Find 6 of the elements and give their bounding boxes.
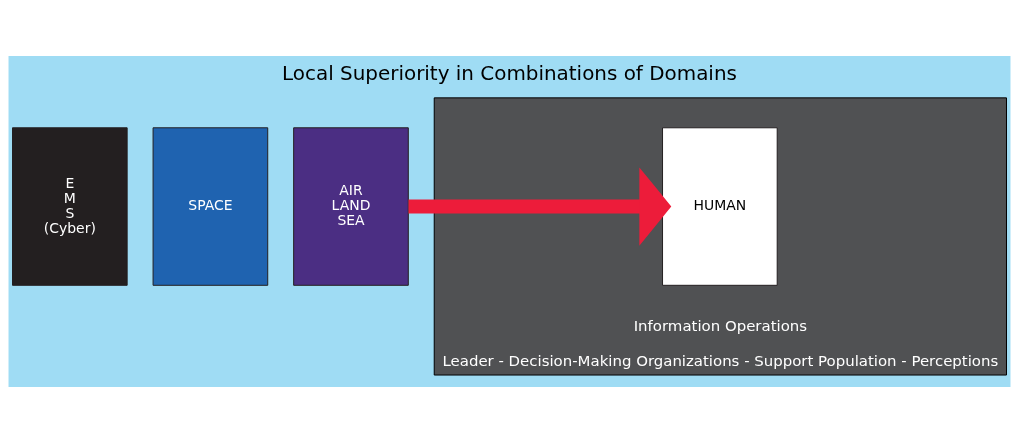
node-box: AIR LAND SEA	[293, 126, 409, 286]
node-box: E M S (Cyber)	[12, 126, 128, 286]
node-box: SPACE	[152, 126, 269, 286]
arrow	[408, 166, 672, 246]
node-box: HUMAN	[662, 126, 778, 286]
diagram-title: Local Superiority in Combinations of Domains	[282, 61, 737, 85]
